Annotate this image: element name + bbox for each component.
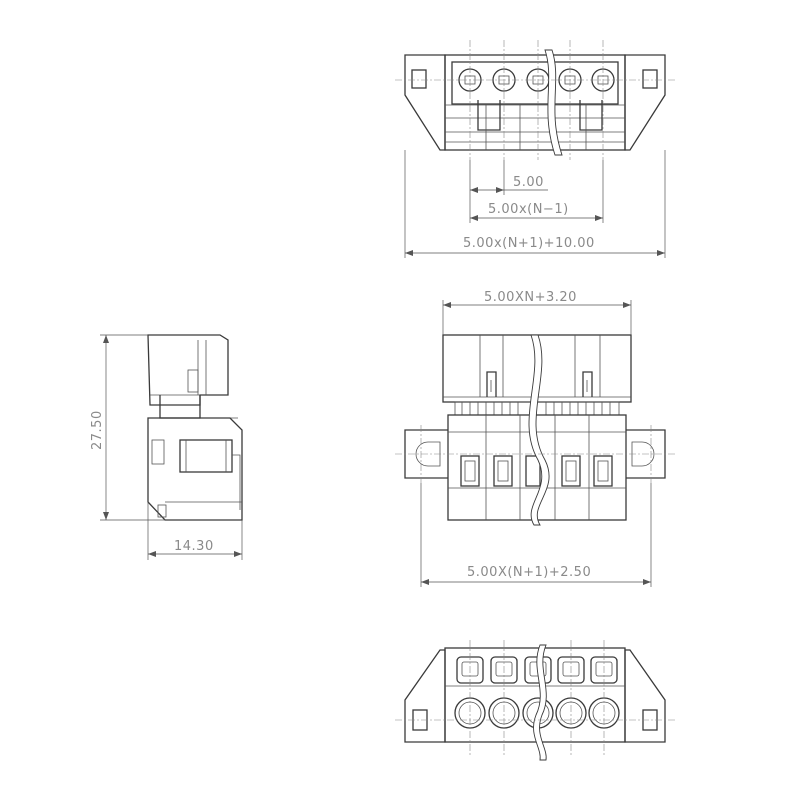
front-dimensions: 5.00XN+3.20 5.00X(N+1)+2.50 (420, 290, 652, 587)
side-dimensions: 27.50 14.30 (90, 334, 243, 560)
dim-front-top-width: 5.00XN+3.20 (484, 290, 577, 305)
dim-front-total: 5.00X(N+1)+2.50 (467, 565, 591, 580)
top-view (395, 40, 675, 160)
dim-pitch: 5.00 (513, 175, 544, 190)
side-view (147, 334, 243, 521)
bottom-view (395, 640, 675, 761)
dim-top-total: 5.00x(N+1)+10.00 (463, 236, 595, 251)
dim-pitch-span: 5.00x(N−1) (488, 202, 569, 217)
top-dimensions: 5.00 5.00x(N−1) 5.00x(N+1)+10.00 (404, 150, 666, 258)
dim-side-height: 27.50 (90, 410, 105, 450)
front-view (395, 334, 675, 526)
dim-side-depth: 14.30 (174, 539, 214, 554)
